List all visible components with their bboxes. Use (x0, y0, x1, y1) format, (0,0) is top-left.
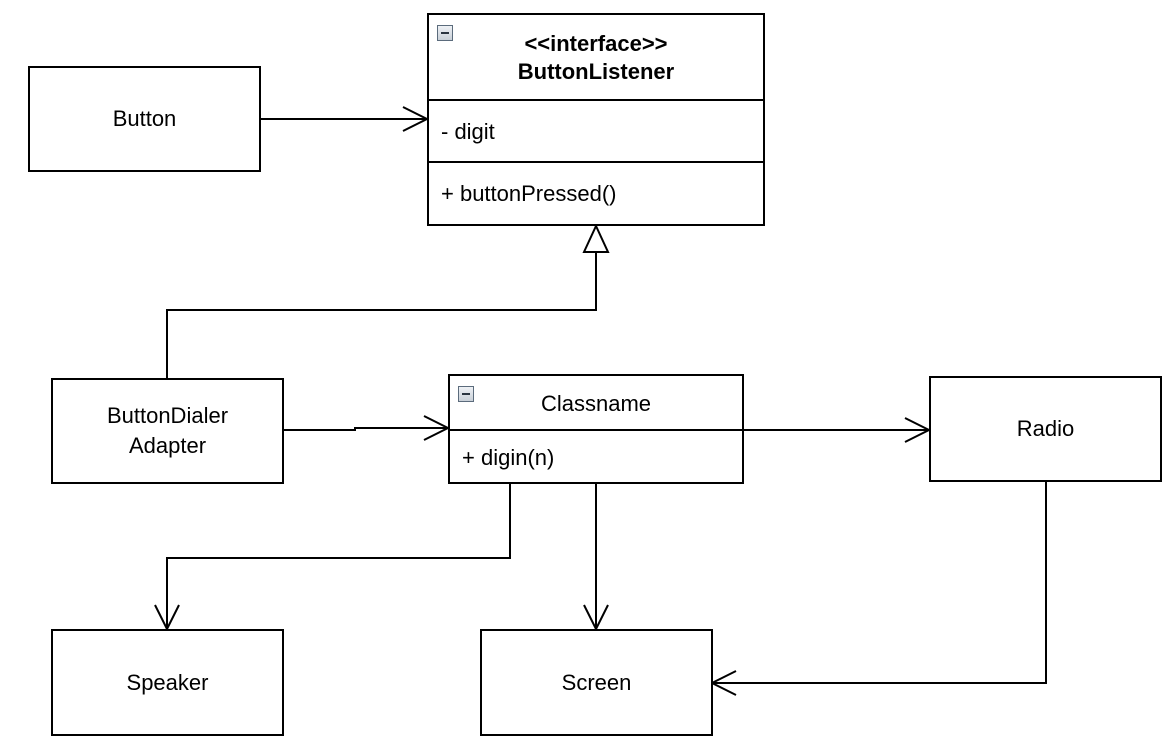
class-speaker[interactable]: Speaker (51, 629, 284, 736)
class-header: <<interface>> ButtonListener (429, 15, 763, 101)
edge-adapter-to-classname (283, 427, 448, 431)
collapse-icon[interactable] (437, 25, 453, 41)
edge-classname-to-speaker (166, 483, 511, 629)
class-button-dialer-adapter[interactable]: ButtonDialer Adapter (51, 378, 284, 484)
class-radio[interactable]: Radio (929, 376, 1162, 482)
operation-button-pressed: + buttonPressed() (441, 181, 617, 206)
attribute-digit: - digit (441, 119, 495, 144)
adapter-label-line2: Adapter (128, 433, 207, 458)
operations-section: + buttonPressed() (429, 161, 763, 225)
stereotype-label: <<interface>> (524, 31, 668, 56)
operation-digin: + digin(n) (462, 444, 555, 470)
collapse-icon[interactable] (458, 386, 474, 402)
class-name: ButtonListener (517, 59, 675, 84)
class-screen-label: Screen (561, 669, 632, 695)
class-button-label: Button (112, 106, 177, 131)
class-button-listener[interactable]: <<interface>> ButtonListener - digit + b… (427, 13, 765, 226)
class-name: Classname (540, 390, 652, 416)
class-classname[interactable]: Classname + digin(n) (448, 374, 744, 484)
class-speaker-label: Speaker (126, 669, 209, 695)
attributes-section: - digit (429, 99, 763, 163)
edge-radio-to-screen (712, 481, 1047, 684)
class-radio-label: Radio (1016, 416, 1075, 441)
class-button[interactable]: Button (28, 66, 261, 172)
operations-section: + digin(n) (450, 429, 742, 484)
adapter-label-line1: ButtonDialer (106, 403, 229, 428)
class-header: Classname (450, 376, 742, 431)
class-screen[interactable]: Screen (480, 629, 713, 736)
arrowhead-hollow-triangle (582, 223, 610, 253)
edge-adapter-realizes-buttonlistener (166, 252, 597, 378)
